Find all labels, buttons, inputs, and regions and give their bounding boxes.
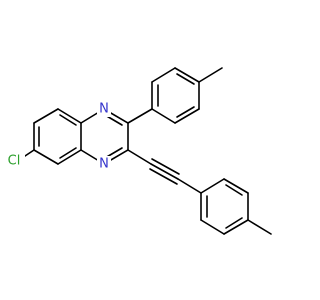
lower-tolyl-group (200, 178, 272, 235)
atom-n4: N (97, 156, 111, 172)
n1-label: N (99, 102, 109, 117)
atom-n1: N (97, 101, 111, 117)
atom-cl: Cl (3, 152, 25, 169)
upper-tolyl-group (127, 67, 223, 124)
cl-label: Cl (8, 154, 21, 169)
benzo-ring (33, 108, 82, 165)
n4-label: N (99, 157, 109, 172)
molecule-structure-diagram: N N Cl (3, 67, 272, 235)
alkyne-linker (127, 149, 202, 194)
